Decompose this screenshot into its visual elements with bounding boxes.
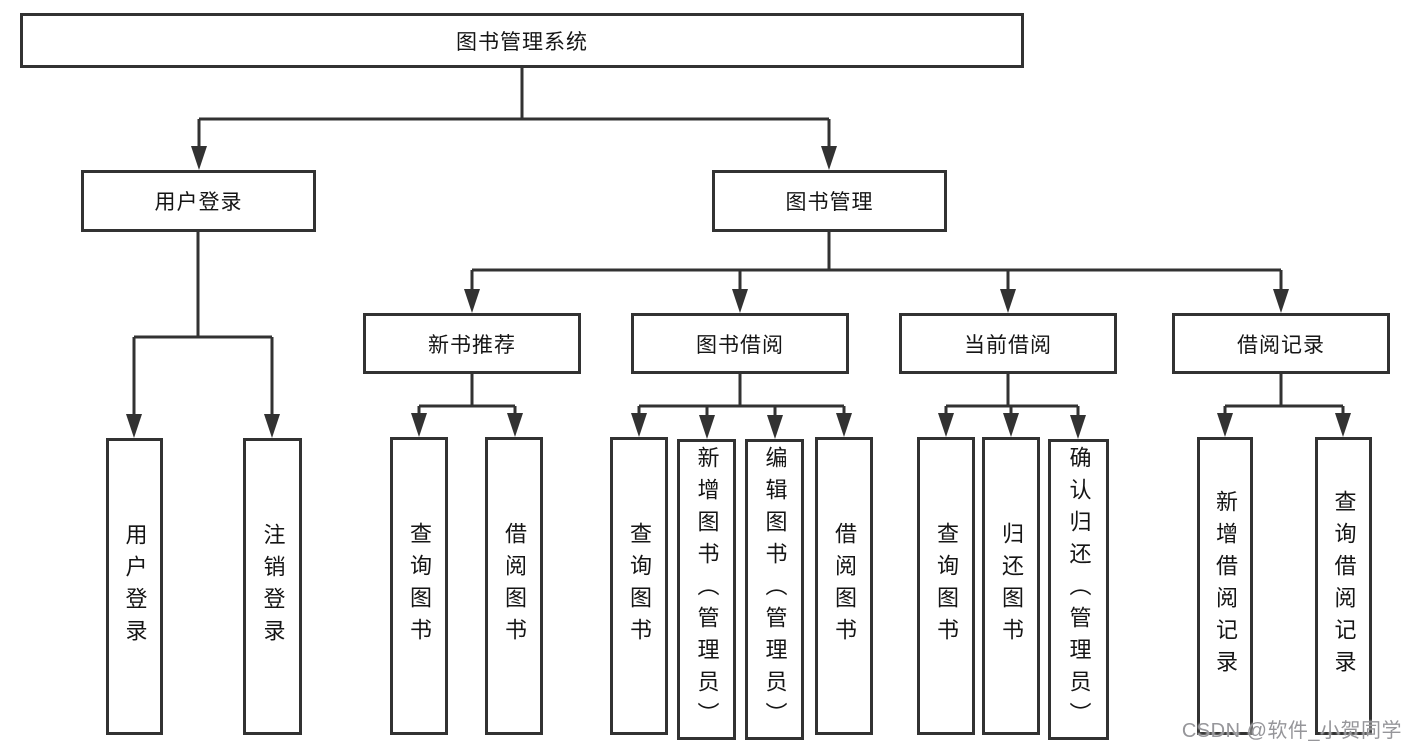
connector-new-book-recommend-children xyxy=(411,374,523,437)
leaf-cb-return-books: 归还图书 xyxy=(982,437,1040,735)
leaf-br-add-record: 新增借阅记录 xyxy=(1197,437,1253,735)
leaf-logout-login: 注销登录 xyxy=(243,438,302,735)
node-book-management: 图书管理 xyxy=(712,170,947,232)
node-library-management-system: 图书管理系统 xyxy=(20,13,1024,68)
connector-borrowing-records-children xyxy=(1217,374,1351,437)
connector-root-to-level1 xyxy=(191,68,837,170)
leaf-bb-query-books: 查询图书 xyxy=(610,437,668,735)
leaf-nbr-borrow-books: 借阅图书 xyxy=(485,437,543,735)
leaf-nbr-query-books: 查询图书 xyxy=(390,437,448,735)
node-book-borrowing: 图书借阅 xyxy=(631,313,849,374)
leaf-br-query-record: 查询借阅记录 xyxy=(1315,437,1372,735)
leaf-bb-edit-books-admin: 编辑图书（管理员） xyxy=(745,439,804,740)
connector-book-borrowing-children xyxy=(631,374,852,439)
leaf-user-login: 用户登录 xyxy=(106,438,163,735)
leaf-bb-add-books-admin: 新增图书（管理员） xyxy=(677,439,736,740)
connector-current-borrowing-children xyxy=(938,374,1086,439)
connector-book-management-to-level2 xyxy=(464,232,1289,313)
node-current-borrowing: 当前借阅 xyxy=(899,313,1117,374)
csdn-watermark: CSDN @软件_小贺同学 xyxy=(1181,720,1402,742)
node-borrowing-records: 借阅记录 xyxy=(1172,313,1390,374)
node-new-book-recommend: 新书推荐 xyxy=(363,313,581,374)
leaf-cb-confirm-return-admin: 确认归还（管理员） xyxy=(1048,439,1109,740)
leaf-bb-borrow-books: 借阅图书 xyxy=(815,437,873,735)
node-user-login: 用户登录 xyxy=(81,170,316,232)
connector-user-login-children xyxy=(126,232,280,438)
leaf-cb-query-books: 查询图书 xyxy=(917,437,975,735)
